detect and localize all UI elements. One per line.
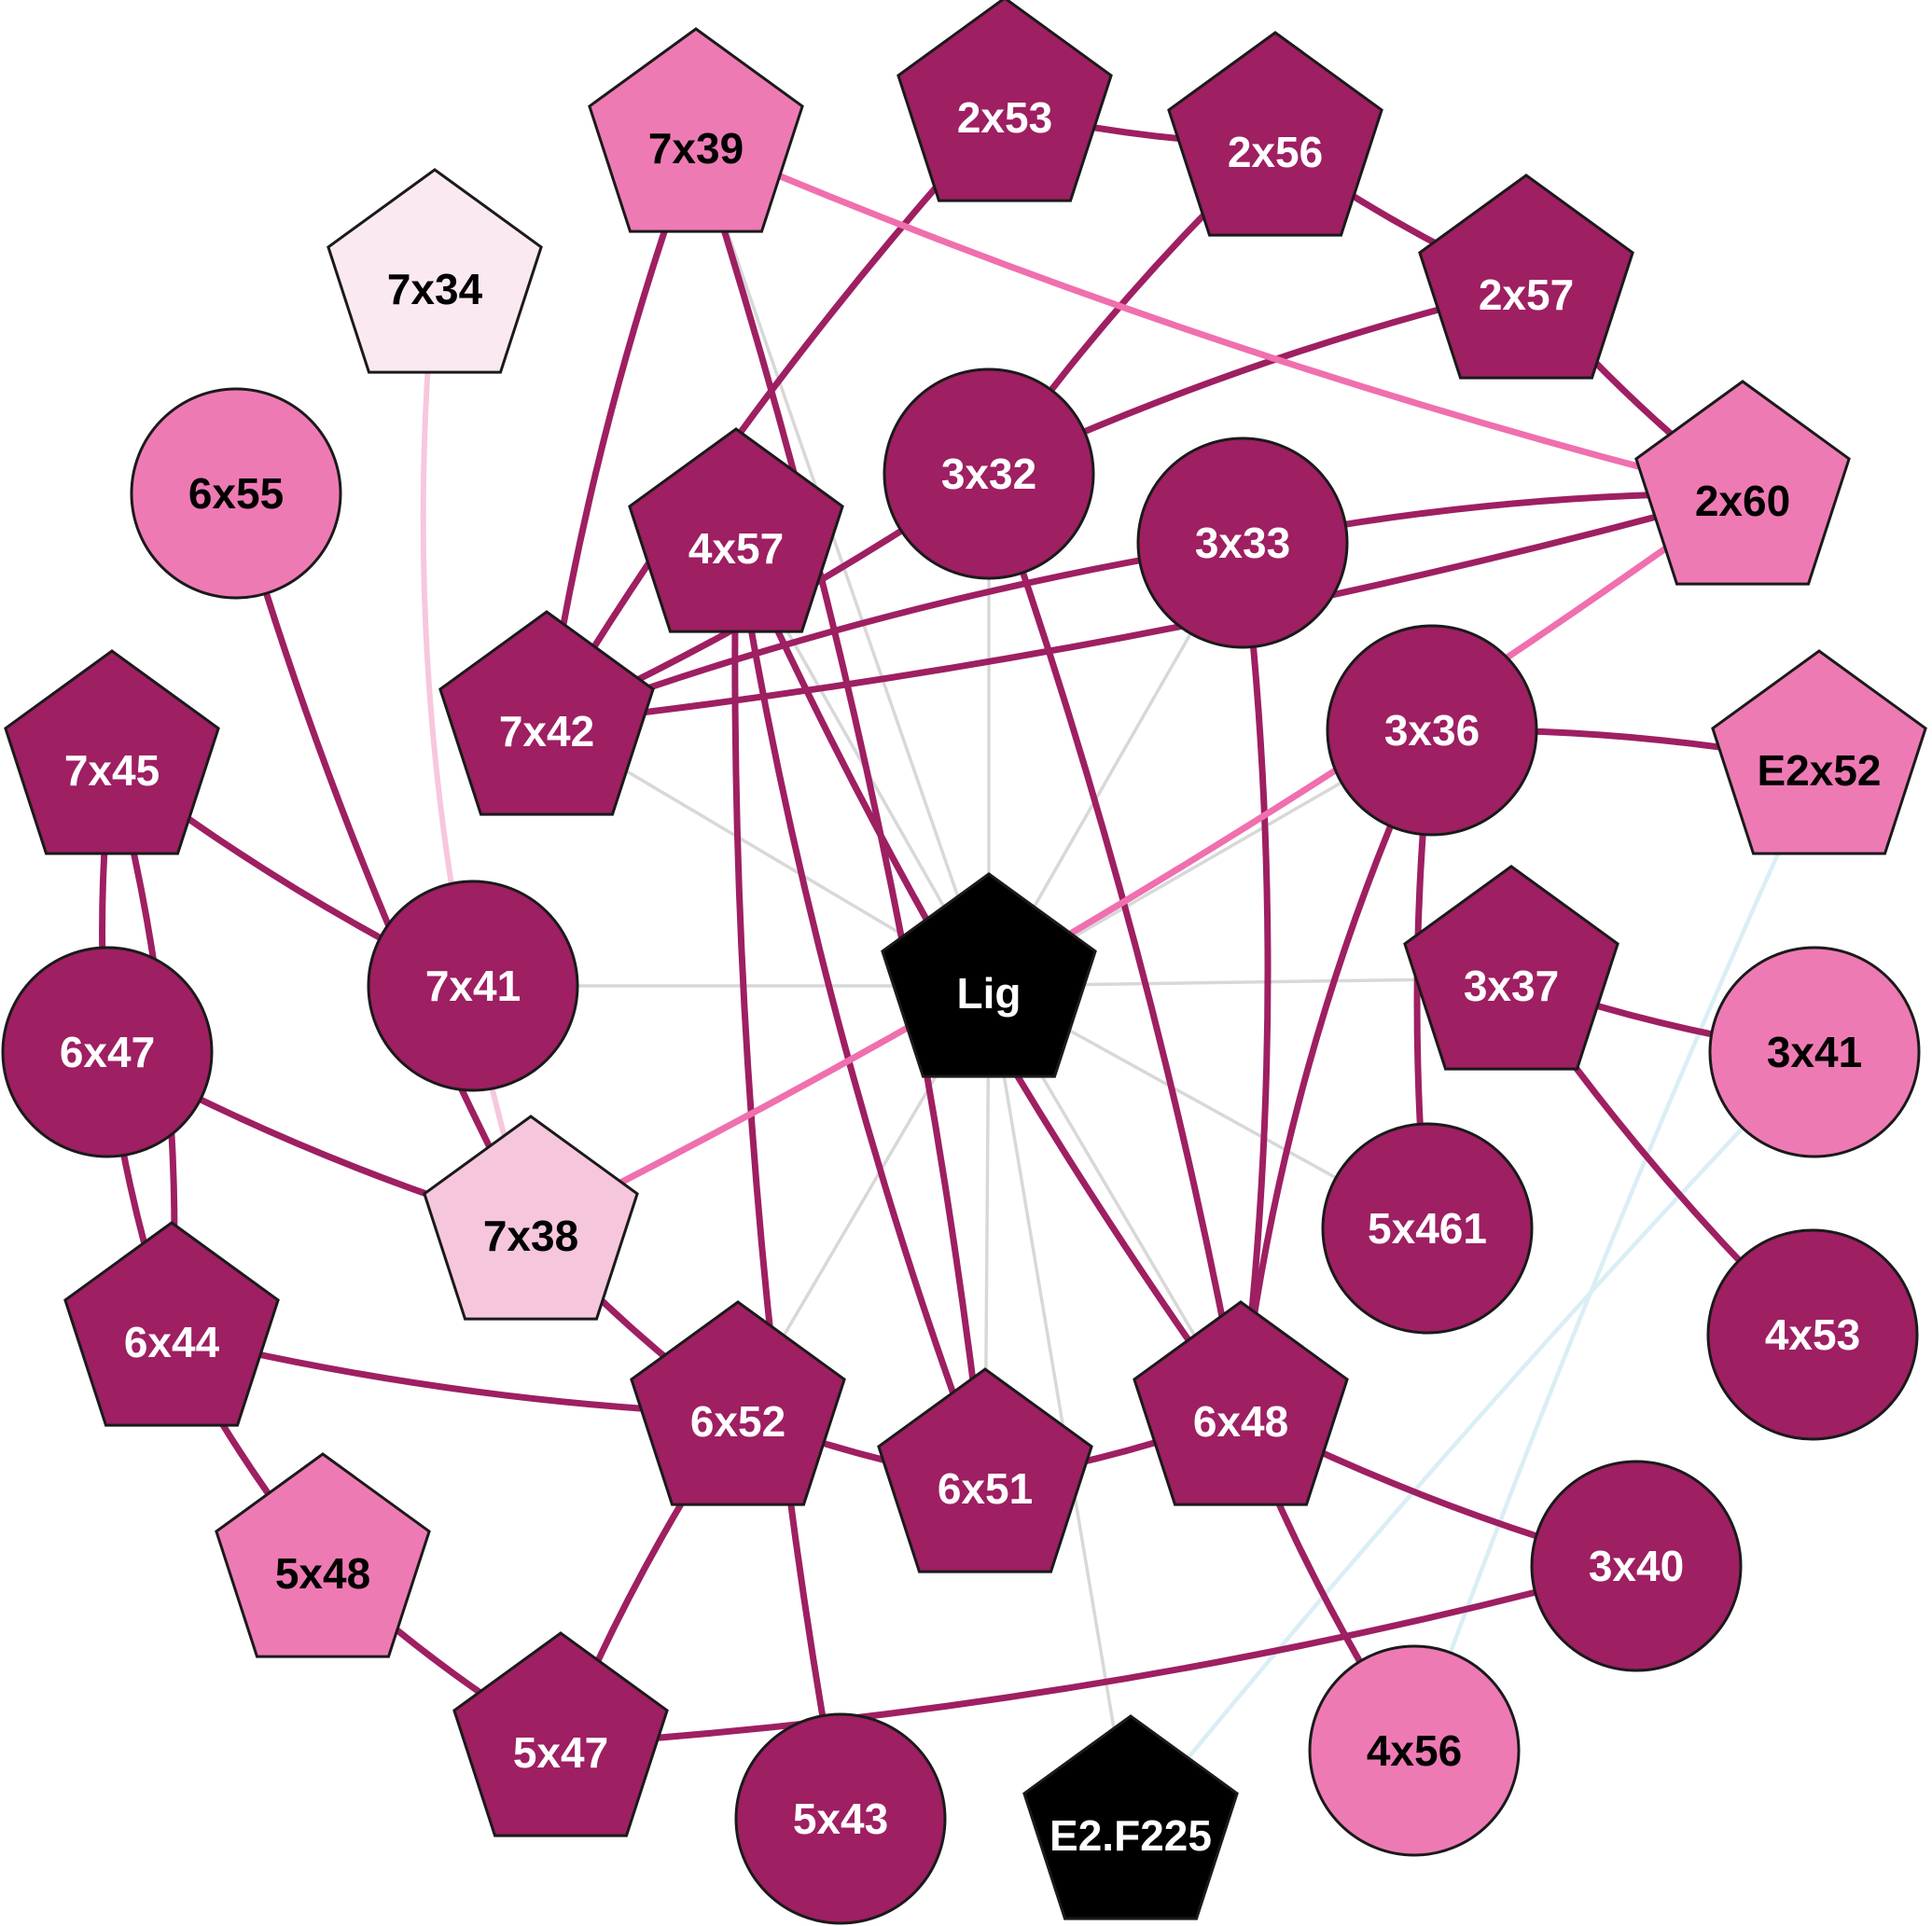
circle-shape-6x47	[1, 946, 214, 1158]
edge-7x39-6x51	[692, 137, 989, 1485]
node-6x44[interactable]: 6x44	[63, 1221, 280, 1427]
edge-3x32-6x48	[985, 470, 1244, 1418]
edge-Lig-E2.F225	[987, 984, 1133, 1830]
pentagon-shape-2x53	[897, 0, 1113, 202]
node-2x56[interactable]: 2x56	[1167, 31, 1383, 237]
circle-shape-3x33	[1136, 436, 1349, 649]
pentagon-shape-2x57	[1418, 173, 1634, 380]
node-7x34[interactable]: 7x34	[327, 168, 543, 374]
pentagon-shape-5x48	[215, 1452, 431, 1658]
node-6x48[interactable]: 6x48	[1133, 1300, 1349, 1506]
pentagon-shape-7x39	[588, 27, 804, 233]
node-3x33[interactable]: 3x33	[1136, 436, 1349, 649]
node-7x39[interactable]: 7x39	[588, 27, 804, 233]
edge-5x47-3x40	[557, 1562, 1640, 1749]
node-5x461[interactable]: 5x461	[1321, 1122, 1534, 1335]
node-6x52[interactable]: 6x52	[630, 1300, 846, 1506]
node-3x32[interactable]: 3x32	[883, 367, 1095, 580]
pentagon-shape-E2.F225	[1022, 1714, 1239, 1920]
pentagon-shape-4x57	[628, 427, 844, 633]
node-4x57[interactable]: 4x57	[628, 427, 844, 633]
node-5x47[interactable]: 5x47	[452, 1631, 669, 1837]
node-E2.F225[interactable]: E2.F225	[1022, 1714, 1239, 1920]
node-3x40[interactable]: 3x40	[1530, 1460, 1743, 1672]
node-7x41[interactable]: 7x41	[367, 880, 579, 1092]
edge-7x34-7x38	[420, 279, 534, 1231]
node-6x55[interactable]: 6x55	[130, 387, 342, 600]
node-5x43[interactable]: 5x43	[734, 1712, 947, 1925]
edge-3x33-6x48	[1237, 539, 1272, 1418]
circle-shape-5x461	[1321, 1122, 1534, 1335]
pentagon-shape-7x38	[423, 1115, 639, 1321]
node-E2x52[interactable]: E2x52	[1711, 649, 1927, 855]
node-7x42[interactable]: 7x42	[438, 610, 655, 816]
pentagon-shape-3x37	[1403, 865, 1619, 1071]
node-3x37[interactable]: 3x37	[1403, 865, 1619, 1071]
node-4x53[interactable]: 4x53	[1706, 1228, 1919, 1441]
node-3x36[interactable]: 3x36	[1326, 624, 1538, 837]
pentagon-shape-6x48	[1133, 1300, 1349, 1506]
node-4x56[interactable]: 4x56	[1308, 1644, 1521, 1857]
pentagon-shape-6x51	[877, 1367, 1093, 1573]
edge-2x60-7x38	[527, 490, 1746, 1232]
node-7x45[interactable]: 7x45	[4, 649, 220, 855]
circle-shape-6x55	[130, 387, 342, 600]
pentagon-shape-6x52	[630, 1300, 846, 1506]
circle-shape-3x32	[883, 367, 1095, 580]
edge-3x41-E2.F225	[1128, 1049, 1817, 1831]
edge-2x53-7x42	[543, 106, 1008, 727]
node-5x48[interactable]: 5x48	[215, 1452, 431, 1658]
pentagon-shape-6x44	[63, 1221, 280, 1427]
edge-E2x52-4x56	[1411, 760, 1822, 1753]
pentagon-shape-Lig	[881, 872, 1097, 1078]
circle-shape-7x41	[367, 880, 579, 1092]
circle-shape-3x36	[1326, 624, 1538, 837]
node-2x57[interactable]: 2x57	[1418, 173, 1634, 380]
node-6x47[interactable]: 6x47	[1, 946, 214, 1158]
pentagon-shape-7x34	[327, 168, 543, 374]
node-2x60[interactable]: 2x60	[1634, 380, 1851, 586]
edge-7x39-2x60	[692, 137, 1746, 497]
edge-4x57-6x51	[732, 537, 989, 1485]
pentagon-shape-2x60	[1634, 380, 1851, 586]
pentagon-shape-5x47	[452, 1631, 669, 1837]
node-7x38[interactable]: 7x38	[423, 1115, 639, 1321]
edge-6x55-7x38	[232, 490, 535, 1232]
circle-shape-3x40	[1530, 1460, 1743, 1672]
node-2x53[interactable]: 2x53	[897, 0, 1113, 202]
edge-4x57-5x43	[731, 537, 844, 1822]
circle-shape-4x56	[1308, 1644, 1521, 1857]
circle-shape-3x41	[1708, 946, 1921, 1158]
pentagon-shape-2x56	[1167, 31, 1383, 237]
edge-2x60-7x42	[543, 490, 1746, 727]
pentagon-shape-E2x52	[1711, 649, 1927, 855]
circle-shape-5x43	[734, 1712, 947, 1925]
pentagon-shape-7x42	[438, 610, 655, 816]
node-Lig[interactable]: Lig	[881, 872, 1097, 1078]
node-3x41[interactable]: 3x41	[1708, 946, 1921, 1158]
pentagon-shape-7x45	[4, 649, 220, 855]
circle-shape-4x53	[1706, 1228, 1919, 1441]
